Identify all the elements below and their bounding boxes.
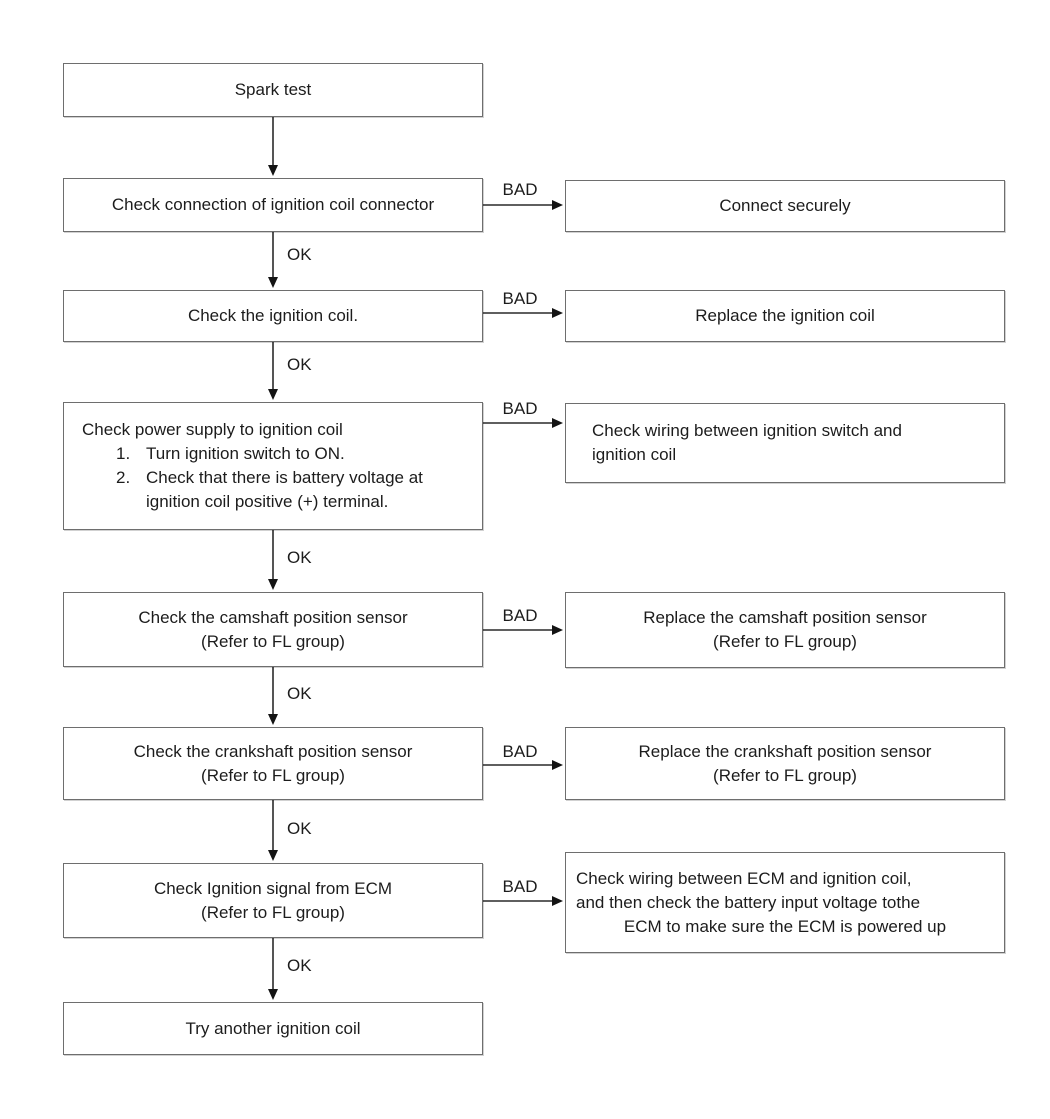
step-text: Check that there is battery voltage at i… xyxy=(146,468,423,511)
ok-label-ecm: OK xyxy=(285,954,314,978)
node-check-wiring-ecm-line2: and then check the battery input voltage… xyxy=(576,892,921,912)
node-check-ecm-signal-line2: (Refer to FL group) xyxy=(201,902,345,922)
node-check-coil-label: Check the ignition coil. xyxy=(187,306,359,325)
node-replace-camshaft-line1: Replace the camshaft position sensor xyxy=(643,608,927,627)
ok-label-coil: OK xyxy=(285,353,314,377)
bad-label-power: BAD xyxy=(494,397,546,421)
bad-label-coil: BAD xyxy=(494,287,546,311)
node-replace-crankshaft: Replace the crankshaft position sensor (… xyxy=(565,727,1005,800)
step-text: Turn ignition switch to ON. xyxy=(146,444,345,463)
node-check-wiring-switch-line1: Check wiring between ignition switch and xyxy=(592,421,902,440)
step-number: 2. xyxy=(116,468,131,487)
node-check-connection-label: Check connection of ignition coil connec… xyxy=(111,195,435,214)
node-replace-crankshaft-line1: Replace the crankshaft position sensor xyxy=(638,741,932,761)
ok-label-camshaft: OK xyxy=(285,682,314,706)
node-check-ecm-signal: Check Ignition signal from ECM (Refer to… xyxy=(63,863,483,938)
step-number: 1. xyxy=(116,444,131,463)
node-check-camshaft-line1: Check the camshaft position sensor xyxy=(138,607,408,627)
node-check-crankshaft: Check the crankshaft position sensor (Re… xyxy=(63,727,483,800)
node-check-power-step-2: 2. Check that there is battery voltage a… xyxy=(116,466,482,514)
node-check-wiring-ecm: Check wiring between ECM and ignition co… xyxy=(565,852,1005,953)
node-check-power-title: Check power supply to ignition coil xyxy=(82,420,343,439)
node-check-connection: Check connection of ignition coil connec… xyxy=(63,178,483,232)
node-check-wiring-switch: Check wiring between ignition switch and… xyxy=(565,403,1005,483)
node-check-crankshaft-line2: (Refer to FL group) xyxy=(201,765,345,785)
node-check-ecm-signal-line1: Check Ignition signal from ECM xyxy=(153,878,393,898)
node-replace-crankshaft-line2: (Refer to FL group) xyxy=(713,765,857,785)
node-check-coil: Check the ignition coil. xyxy=(63,290,483,342)
node-check-wiring-switch-line2: ignition coil xyxy=(592,445,677,464)
node-spark-test: Spark test xyxy=(63,63,483,117)
ok-label-connection: OK xyxy=(285,243,314,267)
ok-label-power: OK xyxy=(285,546,314,570)
node-replace-coil-label: Replace the ignition coil xyxy=(695,306,875,325)
node-replace-camshaft-line2: (Refer to FL group) xyxy=(713,632,857,651)
node-check-wiring-ecm-line1: Check wiring between ECM and ignition co… xyxy=(576,868,912,888)
node-check-power: Check power supply to ignition coil 1. T… xyxy=(63,402,483,530)
ok-label-crankshaft: OK xyxy=(285,817,314,841)
node-check-crankshaft-line1: Check the crankshaft position sensor xyxy=(133,741,413,761)
node-spark-test-label: Spark test xyxy=(234,80,312,99)
node-check-wiring-ecm-line3: ECM to make sure the ECM is powered up xyxy=(623,916,947,936)
bad-label-ecm: BAD xyxy=(494,875,546,899)
node-connect-securely-label: Connect securely xyxy=(719,196,851,215)
node-try-another-coil-label: Try another ignition coil xyxy=(185,1018,361,1038)
node-try-another-coil: Try another ignition coil xyxy=(63,1002,483,1055)
bad-label-connection: BAD xyxy=(494,178,546,202)
node-replace-camshaft: Replace the camshaft position sensor (Re… xyxy=(565,592,1005,668)
node-check-camshaft: Check the camshaft position sensor (Refe… xyxy=(63,592,483,667)
node-check-camshaft-line2: (Refer to FL group) xyxy=(201,631,345,651)
node-connect-securely: Connect securely xyxy=(565,180,1005,232)
bad-label-crankshaft: BAD xyxy=(494,740,546,764)
bad-label-camshaft: BAD xyxy=(494,604,546,628)
node-replace-coil: Replace the ignition coil xyxy=(565,290,1005,342)
node-check-power-step-1: 1. Turn ignition switch to ON. xyxy=(116,442,351,466)
